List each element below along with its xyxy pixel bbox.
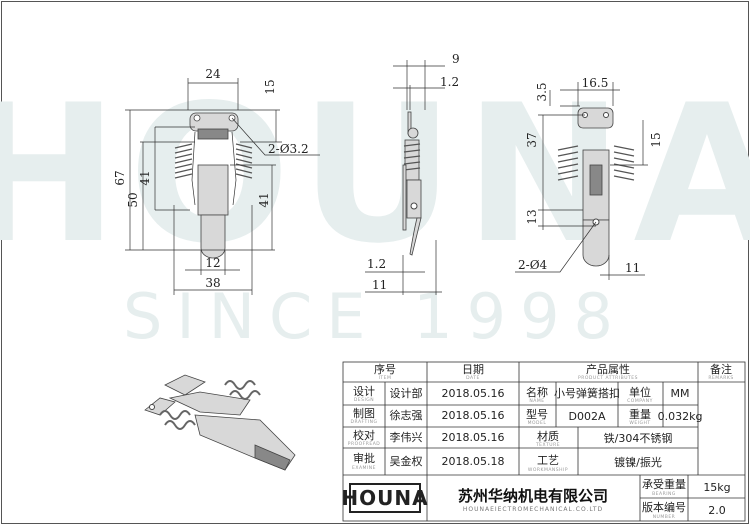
dim-front-12: 12 <box>205 256 220 270</box>
dim-back-3-5: 3.5 <box>535 82 549 101</box>
front-view: 24 15 2-Ø3.2 67 50 41 41 12 38 <box>113 67 320 295</box>
attr-unit-value: MM <box>671 387 690 400</box>
attr-texture-label-en: TEXTURE <box>535 442 560 448</box>
number-value: 2.0 <box>708 504 726 517</box>
attr-unit-label: 单位 <box>629 385 651 399</box>
dim-front-24: 24 <box>205 67 221 81</box>
header-remarks-en: REMARKS <box>708 375 733 381</box>
attr-model-label: 型号 <box>526 407 548 421</box>
dim-back-11: 11 <box>625 261 640 275</box>
bearing-value: 15kg <box>703 481 730 494</box>
row-label: 校对 <box>353 428 375 442</box>
attr-name-label: 名称 <box>526 385 548 399</box>
row-person: 徐志强 <box>390 408 423 422</box>
attr-weight-label-en: WEIGHT <box>629 420 650 426</box>
attr-texture-label: 材质 <box>537 429 559 443</box>
header-date-en: DATE <box>466 375 480 381</box>
attr-name-value: 小号弹簧搭扣 <box>554 386 620 400</box>
number-label-en: NUMBER <box>653 514 676 520</box>
row-label: 制图 <box>353 407 375 420</box>
dim-front-50: 50 <box>126 192 140 207</box>
dim-back-16-5: 16.5 <box>582 76 609 90</box>
attr-workmanship-label-en: WORKMANSHIP <box>528 467 568 473</box>
back-view: 16.5 3.5 37 15 13 2-Ø4 11 <box>515 76 663 280</box>
row-label-en: EXAMINE <box>352 465 376 471</box>
dim-back-hole: 2-Ø4 <box>518 258 548 272</box>
dim-front-41-left: 41 <box>138 170 152 185</box>
dim-front-hole: 2-Ø3.2 <box>268 142 309 156</box>
attr-name-label-en: NAME <box>529 398 544 404</box>
dim-front-38: 38 <box>205 276 220 290</box>
bearing-label: 承受重量 <box>642 477 686 491</box>
row-person: 设计部 <box>390 386 423 400</box>
attr-model-label-en: MODEL <box>528 420 547 426</box>
dim-side-9: 9 <box>452 52 460 66</box>
attr-weight-value: 0.032kg <box>658 410 703 423</box>
header-remarks: 备注 <box>710 362 732 376</box>
header-item-en: ITEM <box>379 375 392 381</box>
isometric-view <box>144 374 296 471</box>
attr-texture-value: 铁/304不锈钢 <box>604 432 673 445</box>
logo-text: HOUNA <box>341 486 428 510</box>
row-label-en: DRAFTING <box>351 419 378 425</box>
company-name-en: HOUNAEIECTROMECHANICAL.CO.LTD <box>463 506 603 513</box>
row-date: 2018.05.16 <box>442 431 505 444</box>
dim-side-11: 11 <box>372 278 387 292</box>
row-date: 2018.05.16 <box>442 387 505 400</box>
header-date: 日期 <box>462 363 484 376</box>
row-label: 审批 <box>353 451 375 465</box>
attr-workmanship-value: 镀镍/振光 <box>614 455 662 469</box>
attr-model-value: D002A <box>569 410 606 423</box>
header-item: 序号 <box>374 362 396 376</box>
row-person: 吴金权 <box>390 454 423 468</box>
number-label: 版本编号 <box>642 500 686 514</box>
header-attrs: 产品属性 <box>586 362 630 376</box>
company-name-cn: 苏州华纳机电有限公司 <box>458 487 608 505</box>
header-attrs-en: PRODUCT ATTRIBUTES <box>578 375 638 381</box>
bearing-label-en: BEARING <box>652 491 676 497</box>
title-block: 序号 ITEM 日期 DATE 产品属性 PRODUCT ATTRIBUTES … <box>341 361 746 522</box>
dim-side-1-2-bottom: 1.2 <box>367 257 386 271</box>
row-date: 2018.05.16 <box>442 409 505 422</box>
watermark-brand: HOUNA <box>0 64 750 285</box>
attr-unit-label-en: COMPANY <box>627 398 653 404</box>
attr-weight-label: 重量 <box>629 407 651 421</box>
dim-front-15: 15 <box>263 79 277 94</box>
houna-logo: HOUNA <box>341 483 428 513</box>
dim-back-37: 37 <box>525 132 539 147</box>
dim-side-1-2-top: 1.2 <box>440 75 459 89</box>
row-label: 设计 <box>353 385 375 398</box>
attr-workmanship-label: 工艺 <box>537 454 559 467</box>
dim-back-15: 15 <box>649 132 663 147</box>
row-person: 李伟兴 <box>390 430 423 444</box>
side-view: 9 1.2 1.2 11 <box>365 52 460 295</box>
dim-front-41-right: 41 <box>257 192 271 207</box>
watermark: HOUNA SINCE 1998 <box>0 64 750 353</box>
row-label-en: PROOFREAD <box>348 441 381 447</box>
dim-back-13: 13 <box>525 209 539 224</box>
dim-front-67: 67 <box>113 170 127 185</box>
row-date: 2018.05.18 <box>442 455 505 468</box>
row-label-en: DESIGN <box>354 397 374 403</box>
